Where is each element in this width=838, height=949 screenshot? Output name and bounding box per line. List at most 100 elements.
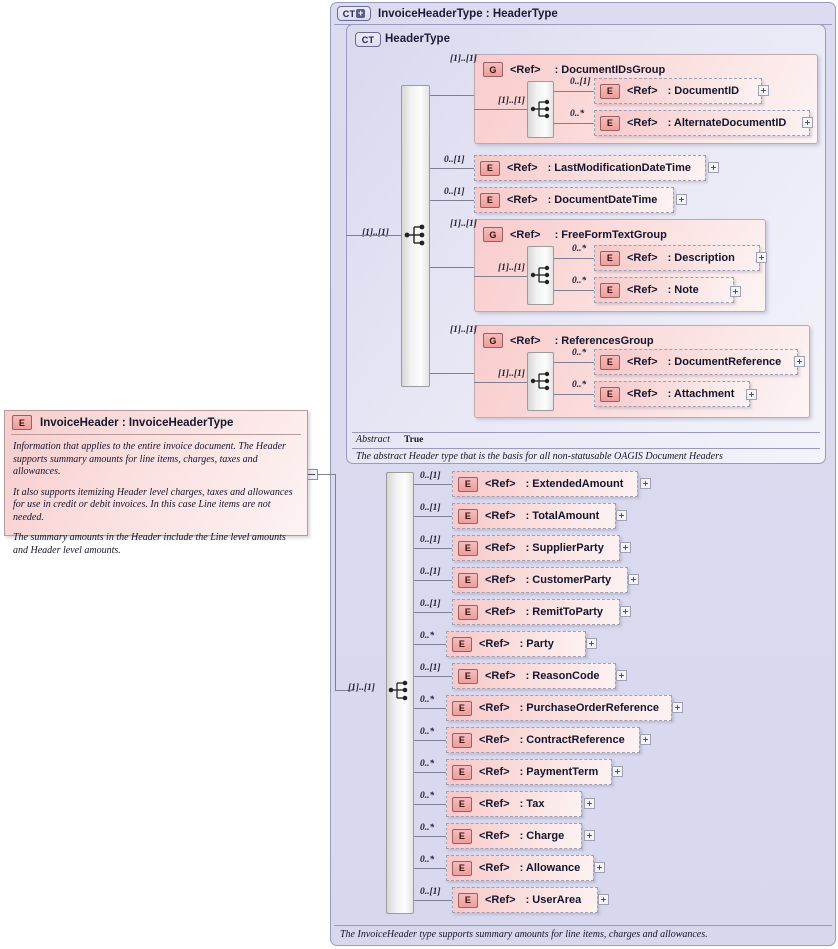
- line-to-remittoparty: [414, 612, 452, 613]
- line-to-userarea: [414, 900, 452, 901]
- annotation-title-row: E InvoiceHeader : InvoiceHeaderType: [5, 411, 307, 434]
- charge-expander-icon[interactable]: [584, 830, 595, 841]
- documentid-expander-icon[interactable]: [758, 85, 769, 96]
- element-name: : TotalAmount: [525, 510, 600, 522]
- charge-cardinality: 0..*: [420, 823, 435, 833]
- element-badge: E: [458, 668, 478, 684]
- body-sequence-bar[interactable]: [386, 472, 414, 914]
- alternatedocumentid-expander-icon[interactable]: [802, 117, 813, 128]
- element-name: : SupplierParty: [525, 542, 604, 554]
- node-purchaseorderreference[interactable]: E <Ref> : PurchaseOrderReference: [446, 695, 672, 721]
- element-ref-label: <Ref>: [479, 766, 510, 778]
- extendedamount-expander-icon[interactable]: [640, 478, 651, 489]
- element-ref-label: <Ref>: [507, 194, 538, 206]
- line-to-note: [554, 290, 594, 291]
- node-tax[interactable]: E <Ref> : Tax: [446, 791, 582, 817]
- element-name: : Charge: [519, 830, 565, 842]
- description-expander-icon[interactable]: [756, 252, 767, 263]
- node-contractreference[interactable]: E <Ref> : ContractReference: [446, 727, 640, 753]
- userarea-expander-icon[interactable]: [598, 894, 609, 905]
- contractreference-expander-icon[interactable]: [640, 734, 651, 745]
- remittoparty-cardinality: 0..[1]: [420, 599, 441, 609]
- group-referencesgroup-head[interactable]: G <Ref> : ReferencesGroup: [483, 333, 654, 348]
- totalamount-expander-icon[interactable]: [616, 510, 627, 521]
- extendedamount-cardinality: 0..[1]: [420, 471, 441, 481]
- node-totalamount[interactable]: E <Ref> : TotalAmount: [452, 503, 616, 529]
- element-ref-label: <Ref>: [479, 638, 510, 650]
- node-description[interactable]: E <Ref> : Description: [594, 245, 760, 271]
- node-reasoncode[interactable]: E <Ref> : ReasonCode: [452, 663, 616, 689]
- line-to-documentreference: [554, 362, 594, 363]
- tax-expander-icon[interactable]: [584, 798, 595, 809]
- group-documentidsgroup-cardinality: [1]..[1]: [450, 54, 477, 64]
- attachment-expander-icon[interactable]: [746, 389, 757, 400]
- annotation-paragraph: The summary amounts in the Header includ…: [13, 532, 286, 556]
- node-allowance[interactable]: E <Ref> : Allowance: [446, 855, 594, 881]
- supplierparty-expander-icon[interactable]: [620, 542, 631, 553]
- header-sequence-bar[interactable]: [401, 85, 430, 387]
- element-badge: E: [458, 572, 478, 588]
- totalamount-cardinality: 0..[1]: [420, 503, 441, 513]
- element-name: : Description: [667, 252, 735, 264]
- documentreference-expander-icon[interactable]: [794, 356, 805, 367]
- node-note[interactable]: E <Ref> : Note: [594, 277, 734, 303]
- node-supplierparty[interactable]: E <Ref> : SupplierParty: [452, 535, 620, 561]
- node-documentid[interactable]: E <Ref> : DocumentID: [594, 78, 762, 104]
- node-documentdatetime[interactable]: E <Ref> : DocumentDateTime: [474, 187, 674, 213]
- group-documentidsgroup-head[interactable]: G <Ref> : DocumentIDsGroup: [483, 62, 665, 77]
- element-ref-label: <Ref>: [627, 85, 658, 97]
- group-name: : DocumentIDsGroup: [554, 63, 666, 76]
- paymentterm-expander-icon[interactable]: [612, 766, 623, 777]
- allowance-expander-icon[interactable]: [594, 862, 605, 873]
- alternatedocumentid-cardinality: 0..*: [570, 109, 585, 119]
- element-badge: E: [600, 282, 620, 298]
- group-ref-label: <Ref>: [510, 63, 541, 76]
- documentidsgroup-inner-cardinality: [1]..[1]: [498, 96, 525, 106]
- root-expander-icon[interactable]: +: [356, 8, 366, 18]
- group-referencesgroup-cardinality: [1]..[1]: [450, 325, 477, 335]
- remittoparty-expander-icon[interactable]: [620, 606, 631, 617]
- element-ref-label: <Ref>: [485, 574, 516, 586]
- note-cardinality: 0..*: [572, 276, 587, 286]
- header-sequence-cardinality: [1]..[1]: [362, 228, 389, 238]
- lastmodificationdatetime-expander-icon[interactable]: [708, 162, 719, 173]
- allowance-cardinality: 0..*: [420, 855, 435, 865]
- party-expander-icon[interactable]: [586, 638, 597, 649]
- node-charge[interactable]: E <Ref> : Charge: [446, 823, 582, 849]
- body-sequence-cardinality: [1]..[1]: [348, 683, 375, 693]
- element-badge: E: [452, 860, 472, 876]
- element-badge: E: [480, 192, 500, 208]
- line-to-documentid: [554, 91, 594, 92]
- node-paymentterm[interactable]: E <Ref> : PaymentTerm: [446, 759, 612, 785]
- group-badge: G: [483, 62, 503, 77]
- group-freeformtextgroup-head[interactable]: G <Ref> : FreeFormTextGroup: [483, 227, 667, 242]
- paymentterm-cardinality: 0..*: [420, 759, 435, 769]
- documentidsgroup-sequence-icon: [530, 99, 550, 119]
- node-attachment[interactable]: E <Ref> : Attachment: [594, 381, 750, 407]
- node-alternatedocumentid[interactable]: E <Ref> : AlternateDocumentID: [594, 110, 810, 136]
- documentdatetime-expander-icon[interactable]: [676, 194, 687, 205]
- freeformtextgroup-inner-cardinality: [1]..[1]: [498, 263, 525, 273]
- header-type-badge[interactable]: CT: [355, 32, 381, 47]
- node-lastmodificationdatetime[interactable]: E <Ref> : LastModificationDateTime: [474, 155, 706, 181]
- node-userarea[interactable]: E <Ref> : UserArea: [452, 887, 598, 913]
- annotation-badge: E: [12, 415, 32, 430]
- invoiceheader-annotation-box[interactable]: E InvoiceHeader : InvoiceHeaderType Info…: [4, 410, 308, 556]
- root-type-badge[interactable]: CT+: [337, 6, 371, 21]
- element-name: : PaymentTerm: [519, 766, 599, 778]
- abstract-divider-bottom: [352, 448, 820, 449]
- line-to-tax: [414, 804, 446, 805]
- abstract-divider-top: [352, 432, 820, 433]
- element-name: : ContractReference: [519, 734, 625, 746]
- line-to-freeformtextgroup: [430, 267, 474, 268]
- node-party[interactable]: E <Ref> : Party: [446, 631, 586, 657]
- node-extendedamount[interactable]: E <Ref> : ExtendedAmount: [452, 471, 638, 497]
- node-customerparty[interactable]: E <Ref> : CustomerParty: [452, 567, 628, 593]
- customerparty-expander-icon[interactable]: [628, 574, 639, 585]
- node-documentreference[interactable]: E <Ref> : DocumentReference: [594, 349, 798, 375]
- note-expander-icon[interactable]: [730, 286, 741, 297]
- node-remittoparty[interactable]: E <Ref> : RemitToParty: [452, 599, 620, 625]
- line-to-customerparty: [414, 580, 452, 581]
- reasoncode-expander-icon[interactable]: [616, 670, 627, 681]
- purchaseorderreference-expander-icon[interactable]: [672, 702, 683, 713]
